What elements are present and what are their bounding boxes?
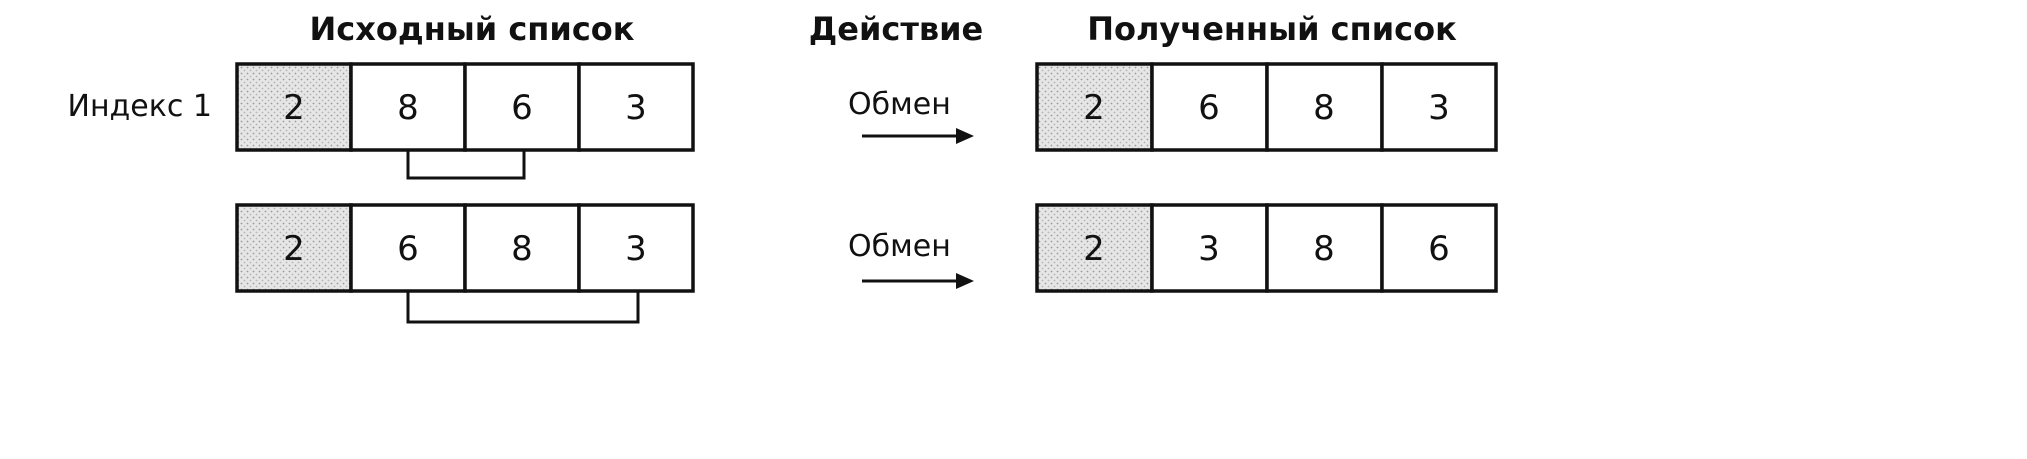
- cell-value: 2: [283, 88, 305, 128]
- cell-value: 3: [625, 229, 647, 269]
- cell-value: 6: [397, 229, 419, 269]
- row-label-index: Индекс 1: [68, 89, 213, 124]
- header-result-list: Полученный список: [1087, 10, 1457, 48]
- list-cell: [1265, 203, 1384, 293]
- list-cell: [349, 203, 467, 293]
- cell-value: 2: [1083, 88, 1105, 128]
- cell-value: 3: [1428, 88, 1450, 128]
- cell-value: 2: [1083, 229, 1105, 269]
- list-cell: [1150, 203, 1269, 293]
- row-2-action: Обмен: [848, 229, 974, 289]
- cell-value: 6: [1428, 229, 1450, 269]
- row-1-original-list: 2 8 6 3: [235, 62, 695, 180]
- list-cell: [463, 62, 581, 152]
- list-cell: [1380, 62, 1498, 152]
- cell-value: 8: [1313, 229, 1335, 269]
- cell-value: 8: [511, 229, 533, 269]
- arrow-head-icon: [956, 273, 974, 289]
- list-cell: [577, 62, 695, 152]
- list-cell: [463, 203, 581, 293]
- list-cell: [577, 203, 695, 293]
- action-label: Обмен: [848, 229, 951, 264]
- cell-value: 6: [1198, 88, 1220, 128]
- list-cell: [1380, 203, 1498, 293]
- swap-bracket: [406, 291, 640, 324]
- header-original-list: Исходный список: [310, 10, 635, 48]
- list-cell: [235, 62, 353, 152]
- cell-value: 6: [511, 88, 533, 128]
- row-2-original-list: 2 6 8 3: [235, 203, 695, 324]
- action-label: Обмен: [848, 87, 951, 122]
- list-cell: [235, 203, 353, 293]
- cell-value: 8: [397, 88, 419, 128]
- header-action: Действие: [809, 10, 984, 48]
- row-1-action: Обмен: [848, 87, 974, 144]
- row-1-result-list: 2 6 8 3: [1035, 62, 1498, 152]
- cell-value: 2: [283, 229, 305, 269]
- arrow-head-icon: [956, 128, 974, 144]
- swap-bracket: [406, 150, 526, 180]
- cell-value: 3: [1198, 229, 1220, 269]
- cell-value: 8: [1313, 88, 1335, 128]
- row-2-result-list: 2 3 8 6: [1035, 203, 1498, 293]
- cell-value: 3: [625, 88, 647, 128]
